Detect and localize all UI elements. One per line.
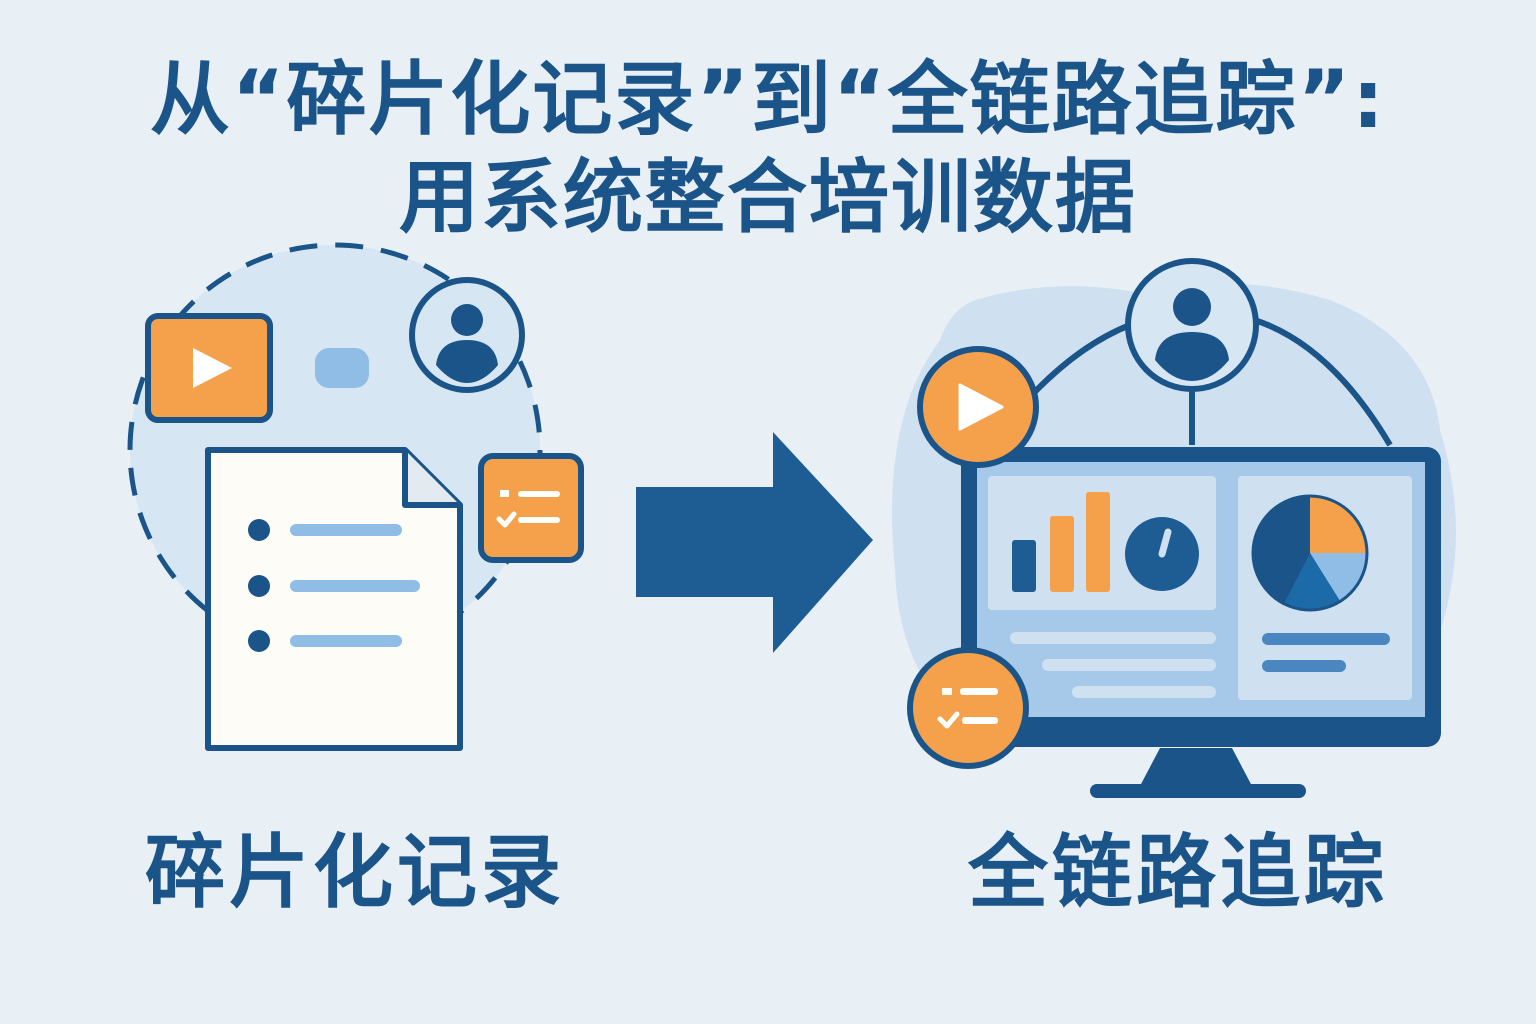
page-title-line-1: 从“碎片化记录”到“全链路追踪”: — [149, 53, 1387, 146]
fragmented-records-caption: 碎片化记录 — [145, 826, 565, 919]
play-icon — [145, 313, 273, 423]
user-icon — [409, 277, 525, 393]
blob-shape — [315, 348, 369, 388]
play-icon — [917, 346, 1039, 468]
checklist-icon — [907, 647, 1029, 769]
checklist-icon — [478, 453, 584, 563]
bar-chart-icon — [1012, 492, 1110, 592]
full-chain-tracking-group — [892, 258, 1456, 798]
pie-chart-icon — [1251, 494, 1369, 612]
document-icon — [205, 447, 463, 751]
full-chain-tracking-caption: 全链路追踪 — [968, 826, 1388, 919]
arrow-right-icon — [636, 432, 873, 653]
monitor-icon — [961, 447, 1441, 798]
gauge-icon — [1125, 517, 1199, 591]
page-title-line-2: 用系统整合培训数据 — [399, 151, 1137, 244]
user-icon — [1125, 258, 1259, 392]
fragmented-records-group — [127, 242, 584, 751]
